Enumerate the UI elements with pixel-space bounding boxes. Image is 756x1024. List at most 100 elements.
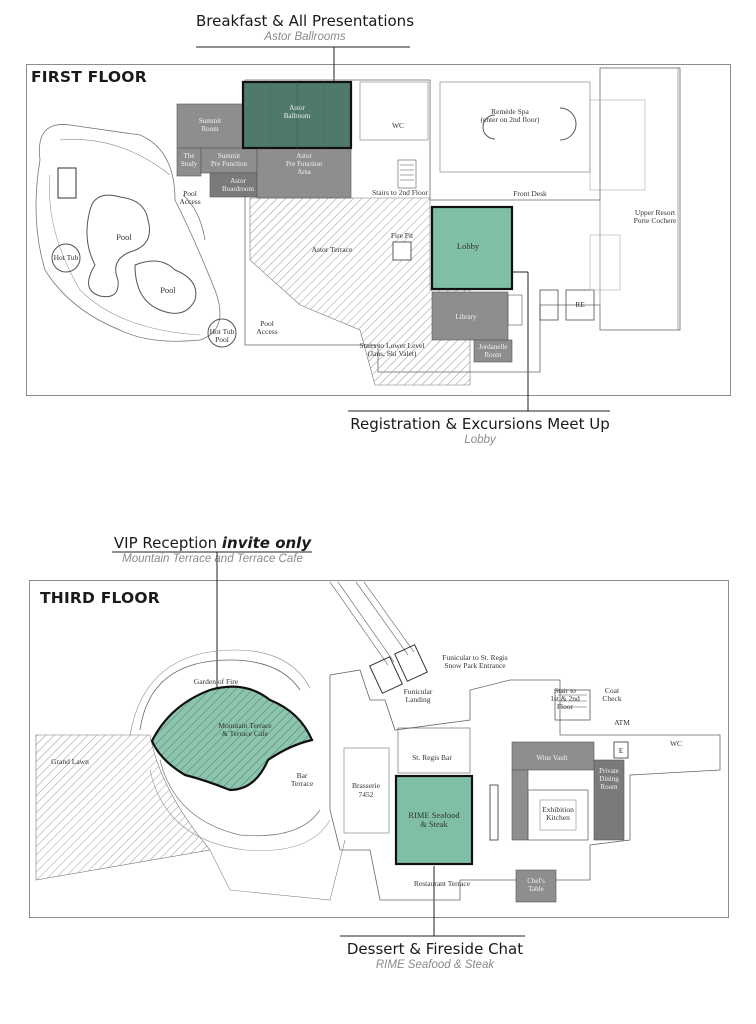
svg-text:Private: Private — [599, 767, 619, 775]
svg-text:Access: Access — [179, 197, 200, 206]
svg-text:Boardroom: Boardroom — [222, 185, 254, 193]
svg-text:Front Desk: Front Desk — [513, 189, 547, 198]
callout-registration-subtitle: Lobby — [464, 434, 496, 446]
svg-text:Pre Function: Pre Function — [286, 160, 322, 168]
svg-text:& Steak: & Steak — [420, 819, 448, 829]
astor-boardroom — [209, 172, 258, 198]
svg-text:Room: Room — [600, 783, 618, 791]
the-study — [176, 147, 202, 177]
callout-vip: VIP Reception invite only Mountain Terra… — [100, 534, 325, 566]
svg-text:Pool: Pool — [260, 319, 274, 328]
svg-text:Restaurant Terrace: Restaurant Terrace — [414, 879, 471, 888]
svg-text:(Jans, Ski Valet): (Jans, Ski Valet) — [368, 349, 417, 358]
svg-text:Ballroom: Ballroom — [284, 112, 311, 120]
svg-text:Pool: Pool — [116, 232, 132, 242]
callout-vip-title: VIP Reception — [113, 534, 218, 552]
library — [431, 291, 509, 341]
svg-text:Hot Tub: Hot Tub — [210, 327, 235, 336]
svg-text:Jordanelle: Jordanelle — [479, 343, 508, 351]
callout-breakfast-title: Breakfast & All Presentations — [195, 12, 415, 30]
svg-text:Access: Access — [256, 327, 277, 336]
svg-text:Stairs to Lower Level: Stairs to Lower Level — [359, 341, 424, 350]
callout-breakfast: Breakfast & All Presentations Astor Ball… — [180, 12, 430, 44]
callout-registration: Registration & Excursions Meet Up Lobby — [330, 415, 630, 447]
svg-text:Landing: Landing — [406, 695, 431, 704]
svg-text:Astor: Astor — [296, 152, 312, 160]
svg-text:Upper Resort: Upper Resort — [635, 208, 676, 217]
private-dining-room — [593, 759, 625, 841]
first-floor-heading: FIRST FLOOR — [31, 68, 147, 86]
svg-text:Chef's: Chef's — [527, 877, 545, 885]
callout-vip-subtitle: Mountain Terrace and Terrace Cafe — [122, 553, 303, 565]
svg-text:Hot Tub: Hot Tub — [54, 253, 79, 262]
svg-text:Lobby: Lobby — [457, 241, 480, 251]
wine-vault — [511, 741, 595, 771]
astor-pre-function — [256, 147, 352, 199]
hot-tub-1 — [51, 243, 81, 273]
callout-dessert: Dessert & Fireside Chat RIME Seafood & S… — [325, 940, 545, 972]
svg-text:Table: Table — [528, 885, 543, 893]
svg-text:Bar: Bar — [297, 771, 308, 780]
svg-text:WC: WC — [670, 739, 682, 748]
svg-text:Terrace: Terrace — [291, 779, 314, 788]
svg-text:Porte Cochere: Porte Cochere — [634, 216, 677, 225]
callout-dessert-title: Dessert & Fireside Chat — [346, 940, 524, 958]
jordanelle-room — [473, 339, 513, 363]
rime-seafood-steak — [394, 774, 474, 866]
svg-text:WC: WC — [392, 121, 404, 130]
svg-text:Area: Area — [297, 168, 311, 176]
mountain-terrace — [150, 685, 314, 792]
svg-text:Astor: Astor — [230, 177, 246, 185]
svg-text:Wine Vault: Wine Vault — [536, 754, 567, 762]
svg-text:Astor Terrace: Astor Terrace — [312, 245, 353, 254]
svg-text:Brasserie: Brasserie — [352, 781, 381, 790]
svg-text:Study: Study — [181, 160, 198, 168]
svg-text:Floor: Floor — [557, 702, 574, 711]
svg-text:Garden of Fire: Garden of Fire — [194, 677, 239, 686]
svg-text:St. Regis Bar: St. Regis Bar — [412, 753, 452, 762]
svg-text:Summit: Summit — [218, 152, 240, 160]
svg-text:Check: Check — [602, 694, 621, 703]
chefs-table — [515, 869, 557, 903]
callout-vip-emphasis: invite only — [221, 534, 312, 552]
svg-text:Grand Lawn: Grand Lawn — [51, 757, 89, 766]
svg-text:Pre Function: Pre Function — [211, 160, 247, 168]
svg-text:(enter on 2nd floor): (enter on 2nd floor) — [481, 115, 540, 124]
svg-text:Kitchen: Kitchen — [546, 813, 570, 822]
hot-tub-2 — [207, 318, 237, 348]
svg-text:Exhibition: Exhibition — [542, 805, 574, 814]
svg-text:Library: Library — [456, 313, 477, 321]
svg-text:7452: 7452 — [359, 790, 374, 799]
svg-text:RE: RE — [575, 300, 585, 309]
summit-room — [176, 103, 244, 149]
svg-text:The: The — [184, 152, 195, 160]
svg-text:RIME Seafood: RIME Seafood — [408, 810, 460, 820]
pool-1 — [86, 194, 150, 298]
svg-text:Pool: Pool — [183, 189, 197, 198]
svg-text:Funicular to St. Regis: Funicular to St. Regis — [442, 653, 507, 662]
svg-text:Stairs to 2nd Floor: Stairs to 2nd Floor — [372, 188, 429, 197]
svg-text:E: E — [619, 746, 624, 755]
astor-terrace-area — [249, 197, 471, 386]
svg-text:Room: Room — [201, 125, 219, 133]
svg-text:1st & 2nd: 1st & 2nd — [550, 694, 580, 703]
svg-text:ATM: ATM — [614, 718, 630, 727]
svg-text:Fire Pit: Fire Pit — [391, 231, 414, 240]
svg-text:Pool: Pool — [160, 285, 176, 295]
svg-text:Mountain Terrace: Mountain Terrace — [218, 721, 272, 730]
svg-text:Stair to: Stair to — [554, 686, 576, 695]
svg-text:Pool: Pool — [215, 335, 229, 344]
svg-text:Room: Room — [484, 351, 502, 359]
fire-pit — [392, 241, 412, 261]
svg-text:Dining: Dining — [599, 775, 619, 783]
svg-text:Funicular: Funicular — [404, 687, 433, 696]
callout-registration-title: Registration & Excursions Meet Up — [350, 415, 610, 433]
svg-text:Astor: Astor — [289, 104, 305, 112]
svg-text:Summit: Summit — [199, 117, 221, 125]
svg-text:Snow Park Entrance: Snow Park Entrance — [444, 661, 506, 670]
pool-2 — [134, 260, 197, 314]
svg-text:& Terrace Cafe: & Terrace Cafe — [222, 729, 269, 738]
third-floor-geometry: Garden of Fire Mountain Terrace& Terrace… — [35, 581, 721, 903]
